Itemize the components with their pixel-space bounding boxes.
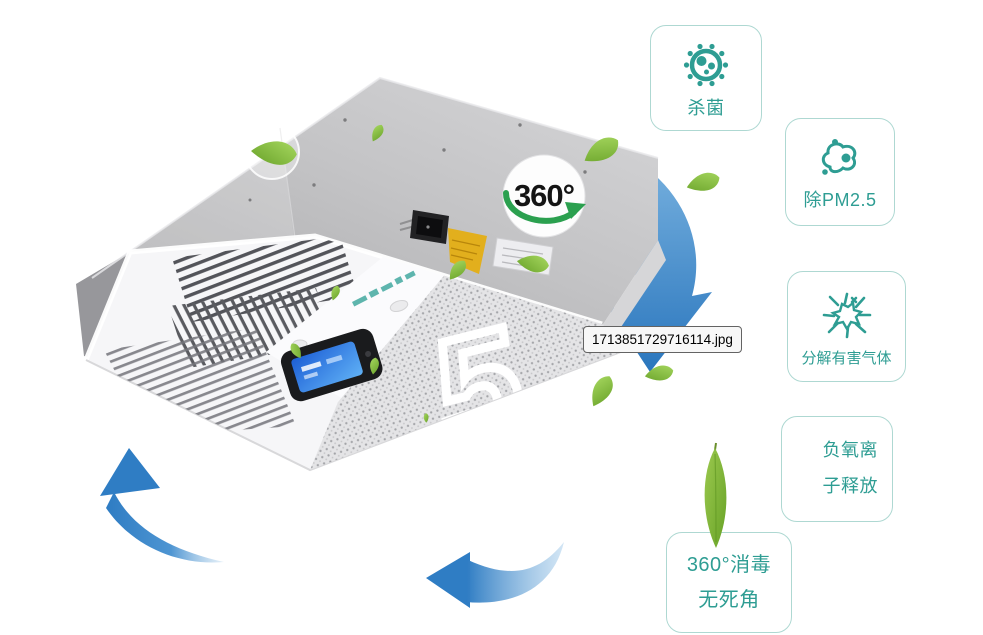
mesh-panel [310,266,626,470]
large-leaf [704,442,727,548]
disinfection-unit: 360° [76,76,666,472]
feature-badge-pm25: 除PM2.5 [785,118,895,226]
screw-dots [248,118,587,202]
airflow-arrow-bottom-left [100,448,224,563]
rotation-360-badge: 360° [502,154,586,238]
germ-icon [683,43,729,86]
feature-badge-label-line2: 无死角 [698,589,760,611]
feature-badge-sterilize: 杀菌 [650,25,762,131]
rotation-badge-text: 360° [514,178,575,213]
brand-logo [352,270,416,307]
feature-badge-label: 分解有害气体 [801,349,892,367]
feature-badge-label: 除PM2.5 [803,189,877,210]
feature-badge-anion-release: 负氧离 子释放 [781,416,893,522]
burst-icon [822,292,871,339]
control-display [280,328,383,402]
feature-badge-decompose-gas: 分解有害气体 [787,271,906,382]
feature-badge-label-line1: 360°消毒 [686,554,772,576]
rotation-arrow-icon [503,190,577,224]
feature-badge-label: 杀菌 [687,97,725,118]
filename-tooltip: 1713851729716114.jpg [583,326,742,353]
feature-badge-label-line1: 负氧离 [822,440,878,461]
feature-badge-label-line2: 子释放 [822,476,878,496]
filename-text: 1713851729716114.jpg [592,331,733,347]
bubble-leaf [244,124,300,180]
feature-badge-360-disinfect: 360°消毒 无死角 [666,532,792,633]
airflow-arrow-bottom-center [426,542,564,608]
particles-icon [821,138,857,175]
